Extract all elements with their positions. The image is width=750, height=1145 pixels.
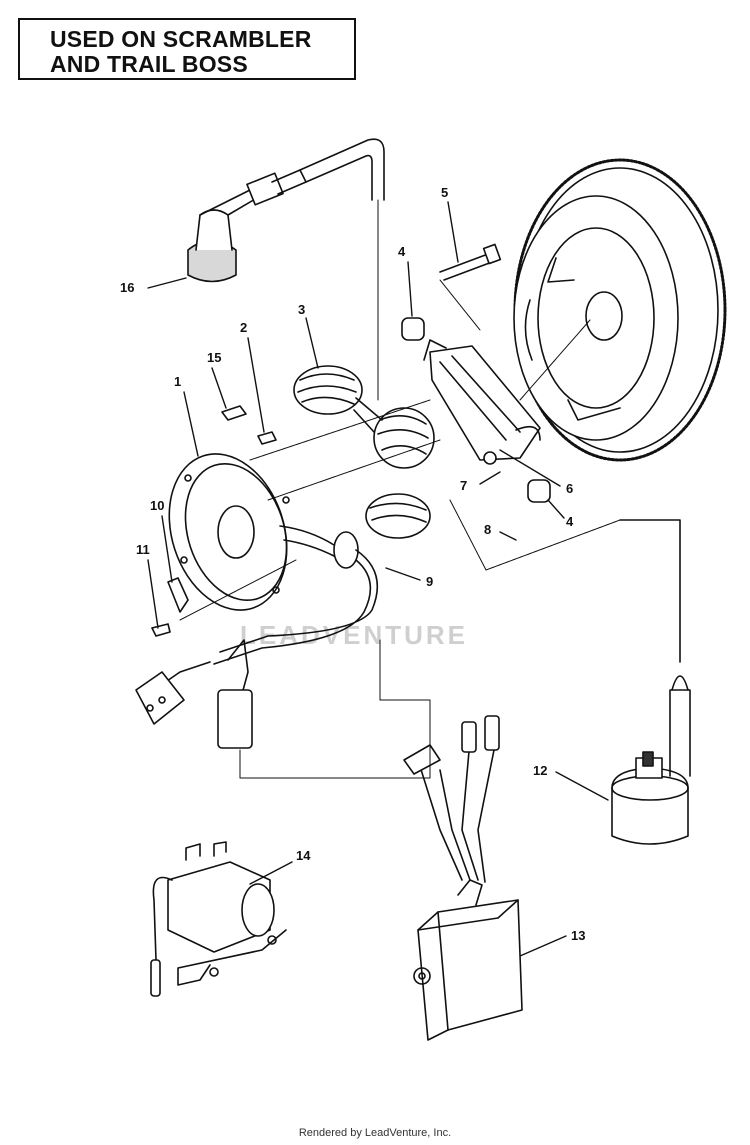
ignition-coil	[611, 519, 691, 845]
callout-15: 15	[207, 350, 221, 365]
grommet-harness	[135, 525, 379, 749]
assembly-lines	[179, 199, 621, 779]
callout-4-upper: 4	[398, 244, 406, 259]
flywheel	[513, 158, 727, 462]
starter-solenoid	[150, 841, 287, 997]
screw-11	[151, 623, 171, 637]
footer-credit: Rendered by LeadVenture, Inc.	[298, 1127, 452, 1139]
spark-plug-cap	[187, 138, 385, 283]
stator-plate	[168, 453, 290, 611]
callout-4-lower: 4	[566, 514, 574, 529]
charge-coil	[293, 365, 435, 539]
title-line-2: AND TRAIL BOSS	[50, 51, 248, 77]
spacer-4-lower	[527, 479, 551, 503]
screw-2	[257, 431, 277, 445]
clamp-10	[167, 577, 189, 613]
callout-16: 16	[120, 280, 134, 295]
leader-lines	[147, 201, 609, 957]
pulser-coil	[423, 339, 541, 465]
callout-12: 12	[533, 763, 547, 778]
callout-7: 7	[460, 478, 467, 493]
bolt-5	[439, 243, 502, 281]
callout-13: 13	[571, 928, 585, 943]
screw-15	[221, 405, 247, 421]
callout-6: 6	[566, 481, 573, 496]
cdi-box	[403, 715, 523, 1041]
callout-2: 2	[240, 320, 247, 335]
title-line-1: USED ON SCRAMBLER	[50, 26, 312, 52]
callout-1: 1	[174, 374, 181, 389]
spacer-4-upper	[401, 317, 425, 341]
callout-14: 14	[296, 848, 311, 863]
callout-9: 9	[426, 574, 433, 589]
callout-3: 3	[298, 302, 305, 317]
title-box: USED ON SCRAMBLER AND TRAIL BOSS	[18, 18, 356, 80]
callout-10: 10	[150, 498, 164, 513]
callout-5: 5	[441, 185, 448, 200]
callout-8: 8	[484, 522, 491, 537]
callout-11: 11	[136, 542, 150, 557]
